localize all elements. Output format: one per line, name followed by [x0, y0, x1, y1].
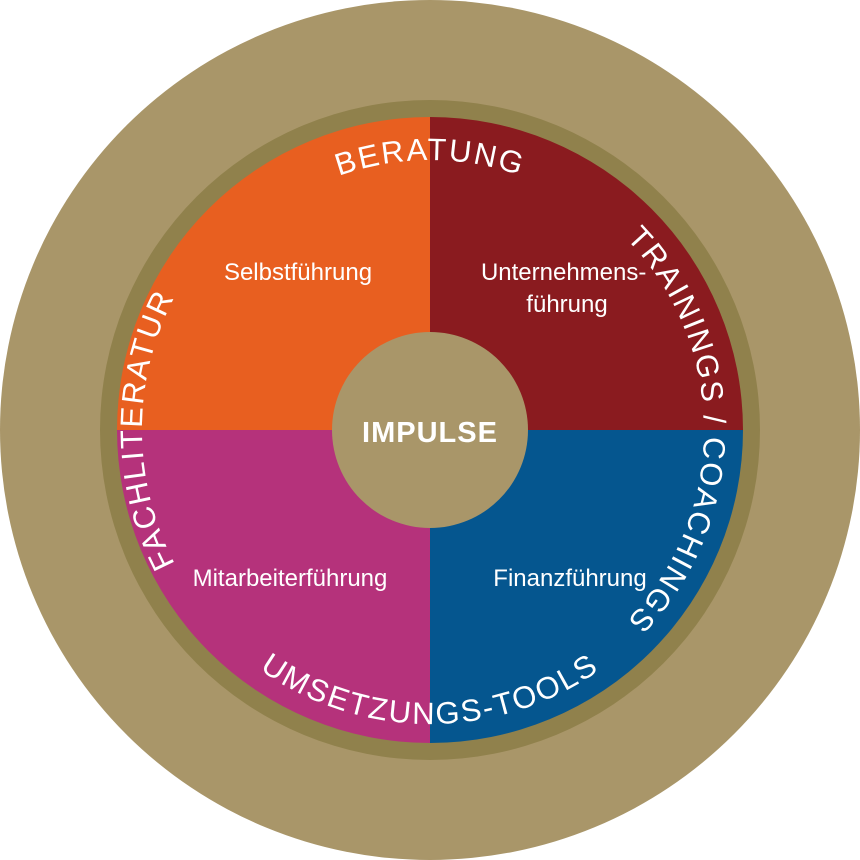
- label-mitarbeiterfuehrung: Mitarbeiterführung: [193, 565, 388, 592]
- label-unternehmensfuehrung: Unternehmens- führung: [481, 259, 653, 318]
- label-selbstfuehrung: Selbstführung: [224, 259, 372, 286]
- label-finanzfuehrung: Finanzführung: [493, 565, 646, 592]
- label-unternehmensfuehrung-line-1: Unternehmens-: [481, 259, 646, 286]
- center-circle: [332, 332, 528, 528]
- center-label-impulse: IMPULSE: [362, 417, 498, 449]
- label-unternehmensfuehrung-line-2: führung: [526, 291, 607, 318]
